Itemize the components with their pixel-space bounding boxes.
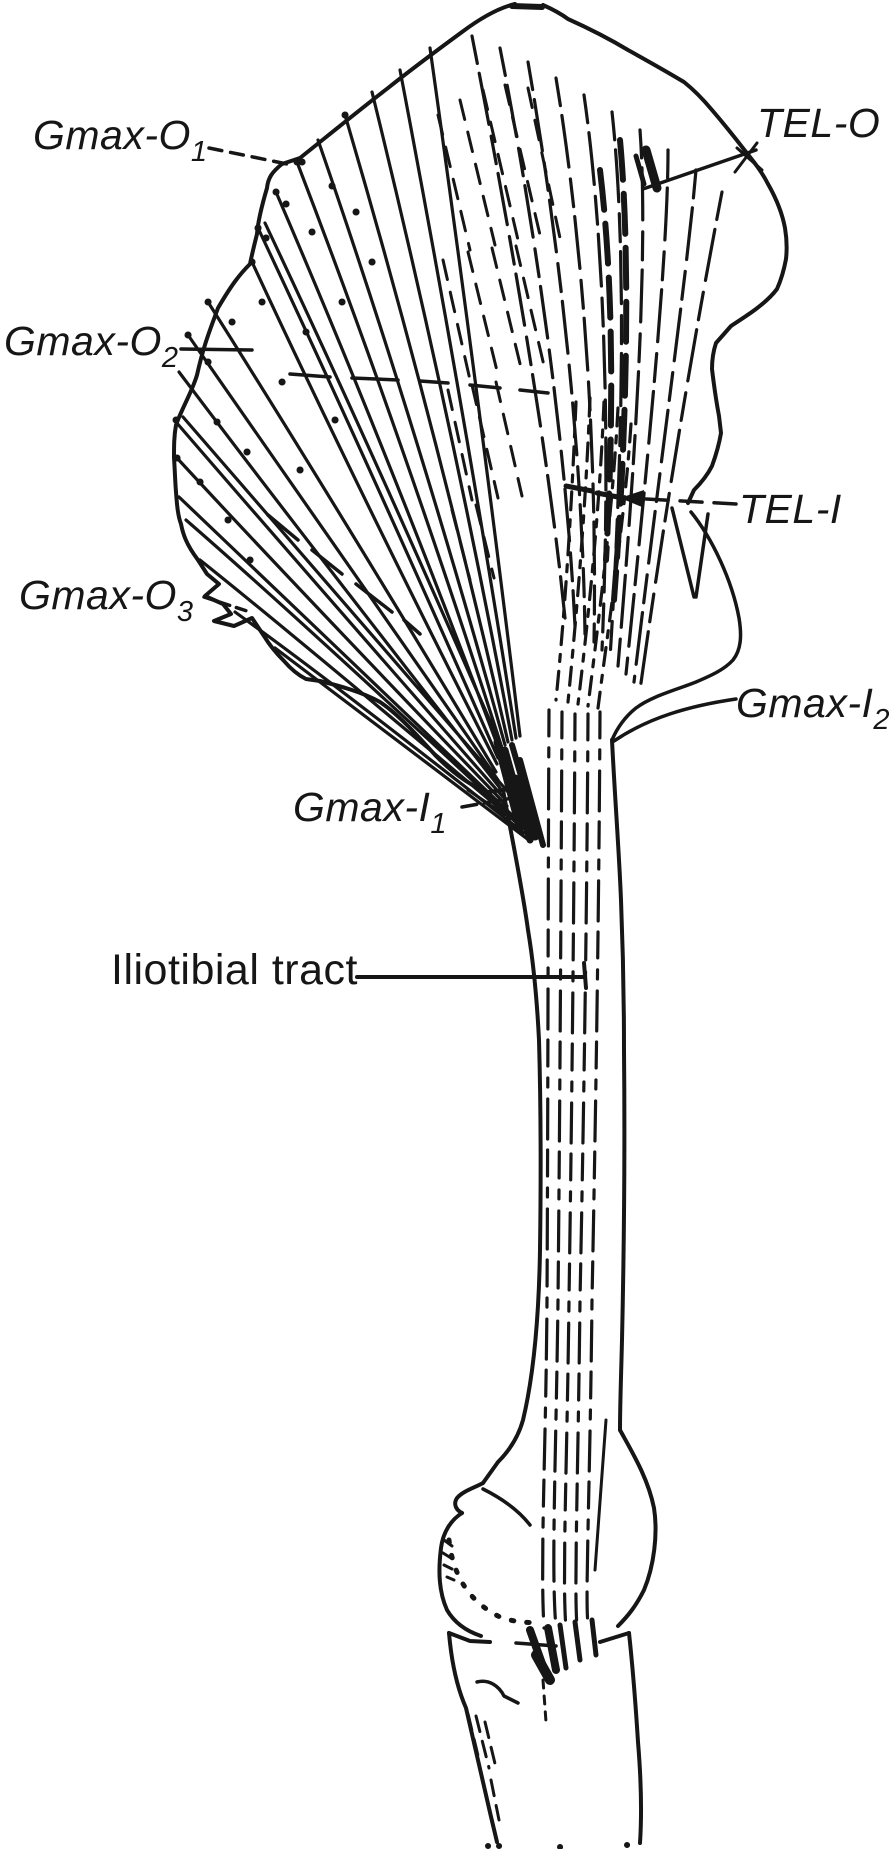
label-iliotibial-tract: Iliotibial tract — [111, 946, 358, 994]
leader-iliotibial-tract-tick — [582, 961, 588, 990]
leader-gmax-i2 — [612, 697, 738, 743]
leader-lines — [179, 141, 764, 990]
femur-right-outline — [610, 738, 627, 1432]
tel-i-attachment-marks — [563, 483, 621, 500]
tibial-plateau-mid — [514, 1641, 558, 1648]
left-femoral-condyle — [437, 1511, 483, 1638]
leader-tel-o-cross — [733, 141, 764, 174]
bottom-edge-dots — [485, 1842, 631, 1849]
label-gmax-o1-base: Gmax-O — [33, 112, 191, 158]
label-gmax-o3-sub: 3 — [176, 596, 194, 628]
tibia — [447, 1631, 644, 1849]
label-gmax-o3-base: Gmax-O — [19, 572, 177, 618]
lateral-lip-curve — [481, 1487, 532, 1527]
leader-tel-i — [626, 496, 738, 506]
itb-lower-dashed-columns — [541, 708, 602, 1630]
tibial-tuberosity-hook — [475, 1679, 520, 1705]
leader-gmax-o2 — [179, 347, 254, 352]
label-gmax-i2: Gmax-I2 — [736, 680, 890, 735]
gmax-muscle-fibers — [174, 46, 532, 843]
leader-tel-o — [641, 148, 758, 191]
tel-muscle-fibers — [470, 34, 724, 692]
tibia-right-edge — [627, 1631, 644, 1845]
medial-notch — [453, 1481, 485, 1515]
label-gmax-o1-sub: 1 — [190, 136, 208, 168]
tibial-plateau-left — [447, 1631, 492, 1644]
leader-tel-i-arrowhead — [620, 490, 644, 507]
label-gmax-i1-sub: 1 — [430, 808, 448, 840]
right-femoral-condyle — [616, 1428, 658, 1628]
internal-dashed-boundaries — [266, 372, 550, 636]
tel-origin-dark-mark-2 — [633, 153, 647, 187]
label-tel-o: TEL-O — [757, 100, 881, 146]
itb-upper-dashed-columns — [554, 396, 633, 710]
condyle-tick-marks — [441, 1538, 456, 1582]
label-gmax-o2-sub: 2 — [161, 342, 179, 374]
hip-outline-right — [541, 3, 789, 505]
patella-dotted-arc — [446, 1537, 541, 1625]
deep-fiber-hatch — [436, 83, 562, 582]
condyle-inner-contour — [593, 1418, 608, 1572]
label-gmax-i2-sub: 2 — [873, 704, 890, 736]
itb-knee-insertion-dark-2 — [557, 1617, 599, 1671]
apex-dark-mark — [509, 3, 545, 10]
tel-origin-dark-mark — [641, 145, 662, 193]
label-tel-o-base: TEL-O — [757, 100, 881, 146]
label-gmax-o1: Gmax-O1 — [33, 112, 208, 167]
compartment-dashed-line-lower — [266, 513, 422, 636]
label-gmax-i1-base: Gmax-I — [293, 784, 431, 830]
tibial-plateau-right — [598, 1631, 631, 1644]
tel-fiber-lines — [470, 34, 724, 692]
label-gmax-i2-base: Gmax-I — [736, 680, 874, 726]
tibia-hatch-marks — [466, 1712, 501, 1822]
itb-knee-insertion-tip — [531, 1650, 555, 1685]
label-gmax-o2: Gmax-O2 — [4, 318, 179, 373]
ischial-flap — [670, 506, 710, 599]
leader-gmax-o3 — [202, 595, 249, 613]
label-gmax-i1: Gmax-I1 — [293, 784, 447, 839]
leader-gmax-i1-cross — [466, 788, 507, 817]
femur-left-outline — [481, 788, 543, 1485]
ink-spots — [172, 111, 376, 564]
compartment-dashed-line-upper — [288, 372, 550, 395]
label-tel-i-base: TEL-I — [739, 486, 842, 532]
iliotibial-tract-band — [493, 396, 633, 1630]
tibia-dashed-fiber — [541, 1678, 548, 1724]
hip-outline — [172, 2, 789, 794]
label-tel-i: TEL-I — [739, 486, 842, 532]
femur-and-knee — [437, 738, 658, 1685]
label-iliotibial-tract-base: Iliotibial tract — [111, 946, 358, 994]
trochanteric-bursa-outline — [610, 510, 743, 742]
leader-gmax-o1 — [207, 146, 294, 167]
gmax-insertion-dark-blob — [509, 774, 541, 841]
label-gmax-o2-base: Gmax-O — [4, 318, 162, 364]
hatch-dashes — [436, 83, 562, 582]
leader-gmax-i1 — [460, 795, 520, 809]
label-gmax-o3: Gmax-O3 — [19, 572, 194, 627]
fan-fiber-lines — [174, 46, 532, 843]
